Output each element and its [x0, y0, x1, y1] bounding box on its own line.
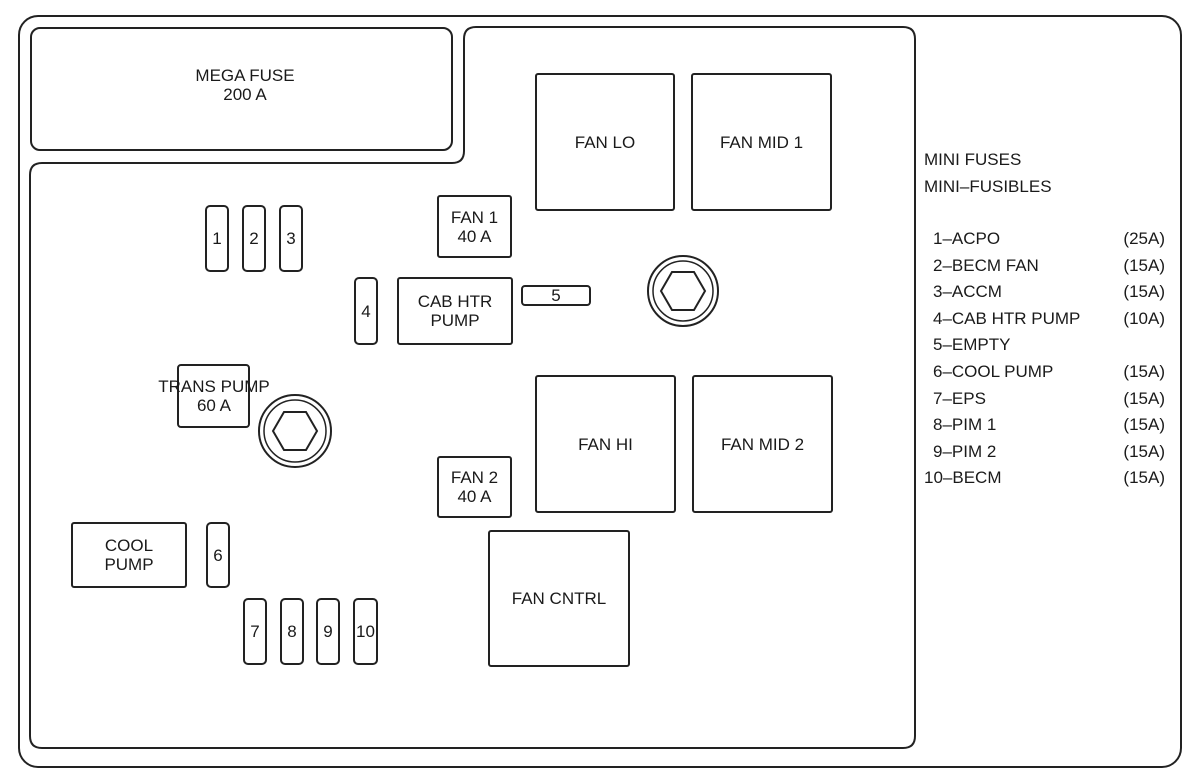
legend-item-amperage: (25A)	[1123, 229, 1165, 248]
mega-fuse-name: MEGA FUSE	[195, 66, 295, 85]
legend-item: 6–COOL PUMP (15A)	[933, 362, 1169, 386]
legend-item: 1–ACPO (25A)	[933, 229, 1169, 253]
legend-item: 3–ACCM (15A)	[933, 282, 1169, 306]
mega-fuse-label: MEGA FUSE 200 A	[140, 55, 350, 115]
mini-fuse-1-label: 1	[212, 229, 222, 248]
mega-fuse-rating: 200 A	[223, 85, 267, 104]
legend-item-amperage: (10A)	[1123, 308, 1165, 328]
fuse-fan-2: FAN 2 40 A	[437, 456, 512, 518]
hex-bolt-upper-icon	[647, 255, 719, 327]
mini-fuse-8-label: 8	[287, 622, 297, 641]
legend-item-amperage: (15A)	[1123, 255, 1165, 275]
legend-item-name: 6–COOL PUMP	[933, 362, 1054, 381]
relay-fan-hi: FAN HI	[535, 375, 676, 513]
legend-item-amperage: (15A)	[1123, 388, 1165, 408]
fuse-fan-1-rating: 40 A	[457, 226, 492, 246]
legend-item-name: 8–PIM 1	[933, 415, 997, 435]
legend-item: 2–BECM FAN (15A)	[933, 256, 1169, 280]
legend-item-name: 5–EMPTY	[933, 335, 1011, 355]
mini-fuse-1: 1	[205, 205, 229, 272]
legend-item: 5–EMPTY	[933, 335, 1169, 359]
mini-fuse-4-label: 4	[361, 301, 371, 321]
mega-fuse-panel	[30, 27, 453, 151]
trans-pump-label: TRANS PUMP 60 A	[140, 376, 288, 416]
mini-fuse-3-label: 3	[286, 229, 296, 248]
cool-pump-line2: PUMP	[104, 555, 154, 574]
relay-fan-mid-2: FAN MID 2	[692, 375, 833, 513]
relay-cab-htr-pump: CAB HTR PUMP	[397, 277, 513, 345]
relay-fan-hi-label: FAN HI	[578, 434, 633, 454]
legend-item: 9–PIM 2 (15A)	[933, 442, 1169, 466]
mini-fuse-10: 10	[353, 598, 378, 665]
fuse-fan-1: FAN 1 40 A	[437, 195, 512, 258]
relay-fan-lo: FAN LO	[535, 73, 675, 211]
relay-cool-pump: COOL PUMP	[71, 522, 187, 588]
mini-fuse-5: 5	[521, 285, 591, 306]
relay-fan-mid-2-label: FAN MID 2	[720, 434, 805, 454]
mini-fuse-2-label: 2	[249, 229, 259, 248]
legend-item: 10–BECM (15A)	[924, 468, 1169, 492]
trans-pump-name: TRANS PUMP	[158, 377, 270, 396]
relay-fan-cntrl-label: FAN CNTRL	[511, 589, 607, 608]
legend-item-name: 4–CAB HTR PUMP	[933, 308, 1081, 328]
mini-fuse-10-label: 10	[356, 622, 375, 641]
cab-htr-pump-line1: CAB HTR	[417, 292, 493, 311]
mini-fuse-9: 9	[316, 598, 340, 665]
legend-item-amperage: (15A)	[1123, 468, 1165, 488]
relay-fan-cntrl: FAN CNTRL	[488, 530, 630, 667]
legend-item-name: 2–BECM FAN	[933, 255, 1039, 275]
mini-fuse-9-label: 9	[323, 622, 333, 641]
legend-item: 4–CAB HTR PUMP (10A)	[933, 309, 1169, 333]
legend-item: 8–PIM 1 (15A)	[933, 415, 1169, 439]
mini-fuse-7: 7	[243, 598, 267, 665]
legend-item-name: 10–BECM	[924, 468, 1002, 488]
mini-fuse-8: 8	[280, 598, 304, 665]
legend-title-es: MINI–FUSIBLES	[924, 177, 1052, 196]
fuse-fan-2-name: FAN 2	[450, 468, 499, 487]
legend-item: 7–EPS (15A)	[933, 389, 1169, 413]
legend-item-amperage: (15A)	[1123, 415, 1165, 435]
hex-bolt-lower-icon	[258, 394, 332, 468]
legend-item-name: 1–ACPO	[933, 229, 1001, 248]
legend-item-name: 3–ACCM	[933, 282, 1002, 302]
legend-item-name: 7–EPS	[933, 388, 986, 408]
mini-fuse-6: 6	[206, 522, 230, 588]
cab-htr-pump-line2: PUMP	[430, 311, 480, 330]
mini-fuse-4: 4	[354, 277, 378, 345]
mini-fuse-5-label: 5	[551, 286, 561, 305]
mini-fuse-3: 3	[279, 205, 303, 272]
legend-title-en: MINI FUSES	[924, 150, 1022, 169]
fuse-fan-2-rating: 40 A	[457, 487, 492, 506]
mini-fuse-2: 2	[242, 205, 266, 272]
fuse-block-outline	[18, 15, 1182, 768]
relay-fan-mid-1-label: FAN MID 1	[719, 132, 804, 152]
legend-item-name: 9–PIM 2	[933, 441, 997, 461]
mini-fuse-7-label: 7	[250, 622, 260, 641]
cool-pump-line1: COOL	[104, 536, 154, 555]
legend-item-amperage: (15A)	[1123, 362, 1165, 381]
fuse-fan-1-name: FAN 1	[450, 207, 499, 227]
mini-fuse-6-label: 6	[213, 545, 223, 565]
relay-fan-mid-1: FAN MID 1	[691, 73, 832, 211]
legend-item-amperage: (15A)	[1123, 282, 1165, 302]
trans-pump-rating: 60 A	[196, 396, 232, 415]
legend-item-amperage: (15A)	[1123, 441, 1165, 461]
relay-fan-lo-label: FAN LO	[574, 132, 636, 152]
fuse-trans-pump	[177, 364, 250, 428]
